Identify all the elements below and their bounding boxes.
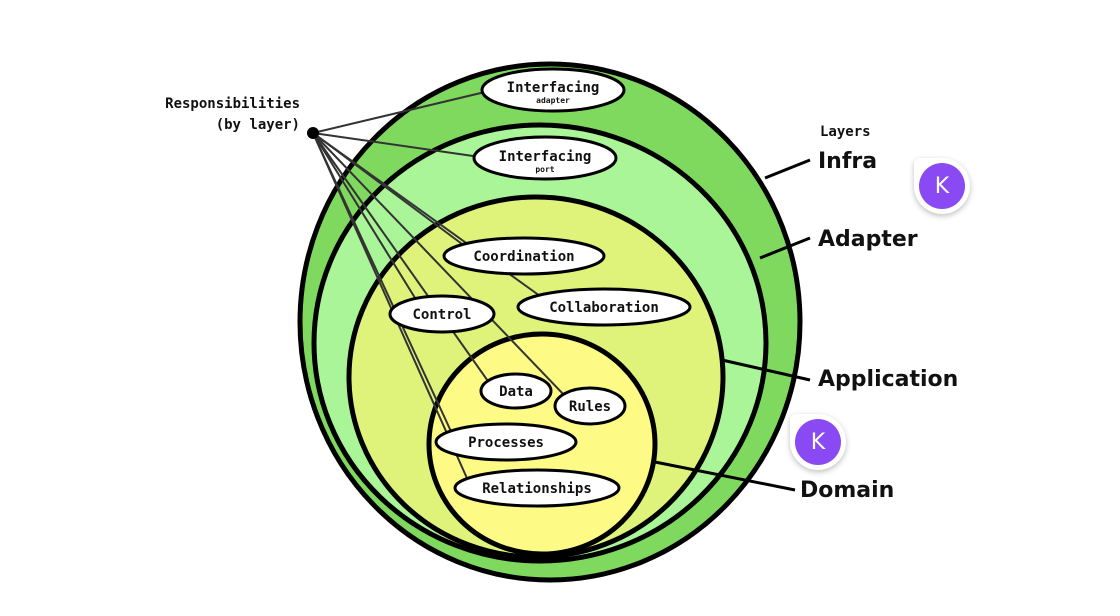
oval-processes: Processes: [434, 422, 578, 462]
avatar-initial: K: [919, 163, 965, 209]
svg-text:Coordination: Coordination: [473, 249, 574, 265]
oval-collaboration: Collaboration: [516, 287, 692, 327]
layer-pointers: [654, 158, 811, 492]
oval-rules: Rules: [553, 386, 627, 426]
svg-text:port: port: [535, 165, 554, 174]
responsibilities-label: Responsibilities: [165, 96, 300, 112]
svg-text:Data: Data: [499, 384, 533, 400]
responsibilities-dot: [307, 127, 319, 139]
oval-data: Data: [479, 372, 553, 410]
responsibility-connectors: [312, 91, 566, 486]
avatar-initial: K: [795, 419, 841, 465]
layer-label-adapter: Adapter: [818, 227, 918, 252]
avatar[interactable]: K: [914, 158, 970, 214]
oval-interfacing-adapter: Interfacing adapter: [480, 67, 626, 113]
svg-text:Interfacing: Interfacing: [507, 80, 600, 96]
oval-control: Control: [388, 294, 496, 334]
svg-text:Interfacing: Interfacing: [499, 149, 592, 165]
layer-label-infra: Infra: [818, 149, 877, 174]
layer-label-domain: Domain: [800, 478, 894, 503]
layer-label-application: Application: [818, 367, 958, 392]
svg-text:adapter: adapter: [536, 96, 570, 105]
svg-text:Relationships: Relationships: [482, 481, 592, 497]
svg-text:Processes: Processes: [468, 435, 544, 451]
oval-coordination: Coordination: [442, 236, 606, 276]
responsibilities-sublabel: (by layer): [216, 117, 300, 133]
layers-heading: Layers: [820, 124, 871, 140]
svg-text:Collaboration: Collaboration: [549, 300, 659, 316]
avatar[interactable]: K: [790, 414, 846, 470]
svg-text:Control: Control: [412, 307, 471, 323]
svg-text:Rules: Rules: [569, 399, 611, 415]
oval-relationships: Relationships: [453, 468, 621, 508]
oval-interfacing-port: Interfacing port: [472, 135, 618, 181]
